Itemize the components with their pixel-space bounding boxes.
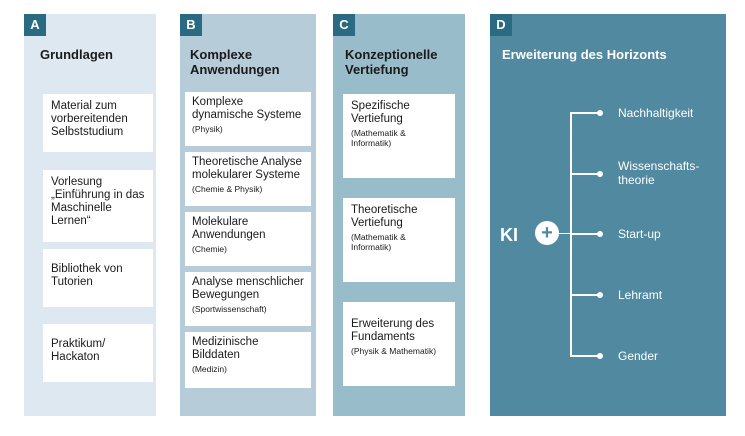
branch-dot	[597, 353, 603, 359]
box-bewegungen: Analyse menschlicher Bewegungen (Sportwi…	[185, 272, 311, 326]
column-d: D Erweiterung des Horizonts KI + Nachhal…	[490, 14, 726, 416]
column-b: B Komplexe Anwendungen Komplexe dynamisc…	[180, 14, 316, 416]
column-b-title: Komplexe Anwendungen	[190, 47, 280, 77]
box-sub: (Chemie & Physik)	[192, 184, 263, 194]
box-text: Bibliothek von Tutorien	[51, 263, 123, 288]
column-d-title: Erweiterung des Horizonts	[502, 47, 667, 62]
box-text: Theoretische Vertiefung	[351, 204, 418, 229]
box-bibliothek: Bibliothek von Tutorien	[43, 249, 153, 307]
branch-nachhaltigkeit: Nachhaltigkeit	[618, 106, 694, 120]
box-sub: (Physik & Mathematik)	[351, 346, 437, 356]
ki-label: KI	[500, 225, 518, 245]
box-text: Erweiterung des Fundaments	[351, 318, 435, 343]
box-text: Analyse menschlicher Bewegungen	[192, 276, 304, 301]
connector-stub	[559, 232, 570, 234]
branch-dot	[597, 231, 603, 237]
box-sub: (Sportwissenschaft)	[192, 304, 267, 314]
box-text: Material zum vorbereitenden Selbststudiu…	[51, 100, 128, 138]
box-praktikum: Praktikum/ Hackaton	[43, 324, 153, 382]
box-text: Komplexe dynamische Systeme	[192, 96, 302, 121]
column-a-title: Grundlagen	[40, 47, 113, 62]
box-sub: (Chemie)	[192, 244, 227, 254]
branch-line	[570, 233, 600, 235]
box-text: Vorlesung „Einführung in das Maschinelle…	[51, 176, 145, 227]
branch-line	[570, 173, 600, 175]
box-theoretische-vertiefung: Theoretische Vertiefung (Mathematik & In…	[343, 198, 455, 282]
branch-dot	[597, 292, 603, 298]
box-text: Spezifische Vertiefung	[351, 100, 410, 125]
box-sub: (Physik)	[192, 124, 223, 134]
branch-line	[570, 294, 600, 296]
box-text: Theoretische Analyse molekularer Systeme	[192, 156, 302, 181]
branch-startup: Start-up	[618, 227, 661, 241]
column-c-title: Konzeptionelle Vertiefung	[345, 47, 438, 77]
box-vorlesung: Vorlesung „Einführung in das Maschinelle…	[43, 170, 153, 242]
column-c-badge: C	[333, 14, 355, 36]
branch-gender: Gender	[618, 349, 659, 363]
branch-dot	[597, 171, 603, 177]
box-text: Medizinische Bilddaten	[192, 336, 259, 361]
box-text: Praktikum/ Hackaton	[51, 338, 106, 363]
column-c: C Konzeptionelle Vertiefung Spezifische …	[333, 14, 465, 416]
box-spezifische-vertiefung: Spezifische Vertiefung (Mathematik & Inf…	[343, 94, 455, 178]
box-sub: (Mathematik & Informatik)	[351, 232, 406, 252]
box-dynamische-systeme: Komplexe dynamische Systeme (Physik)	[185, 92, 311, 146]
branch-lehramt: Lehramt	[618, 288, 663, 302]
box-molekulare-systeme: Theoretische Analyse molekularer Systeme…	[185, 152, 311, 206]
column-b-badge: B	[180, 14, 202, 36]
box-selbststudium: Material zum vorbereitenden Selbststudiu…	[43, 94, 153, 152]
box-text: Molekulare Anwendungen	[192, 216, 266, 241]
box-molekulare-anwendungen: Molekulare Anwendungen (Chemie)	[185, 212, 311, 266]
branch-line	[570, 355, 600, 357]
branch-dot	[597, 110, 603, 116]
column-d-badge: D	[490, 14, 512, 36]
box-bilddaten: Medizinische Bilddaten (Medizin)	[185, 332, 311, 388]
box-sub: (Mathematik & Informatik)	[351, 128, 406, 148]
branch-line	[570, 112, 600, 114]
plus-icon: +	[535, 221, 559, 245]
box-fundament: Erweiterung des Fundaments (Physik & Mat…	[343, 302, 455, 386]
box-sub: (Medizin)	[192, 364, 227, 374]
branch-wissenschaftstheorie: Wissenschafts- theorie	[618, 159, 700, 187]
column-a: A Grundlagen Material zum vorbereitenden…	[24, 14, 156, 416]
column-a-badge: A	[24, 14, 46, 36]
